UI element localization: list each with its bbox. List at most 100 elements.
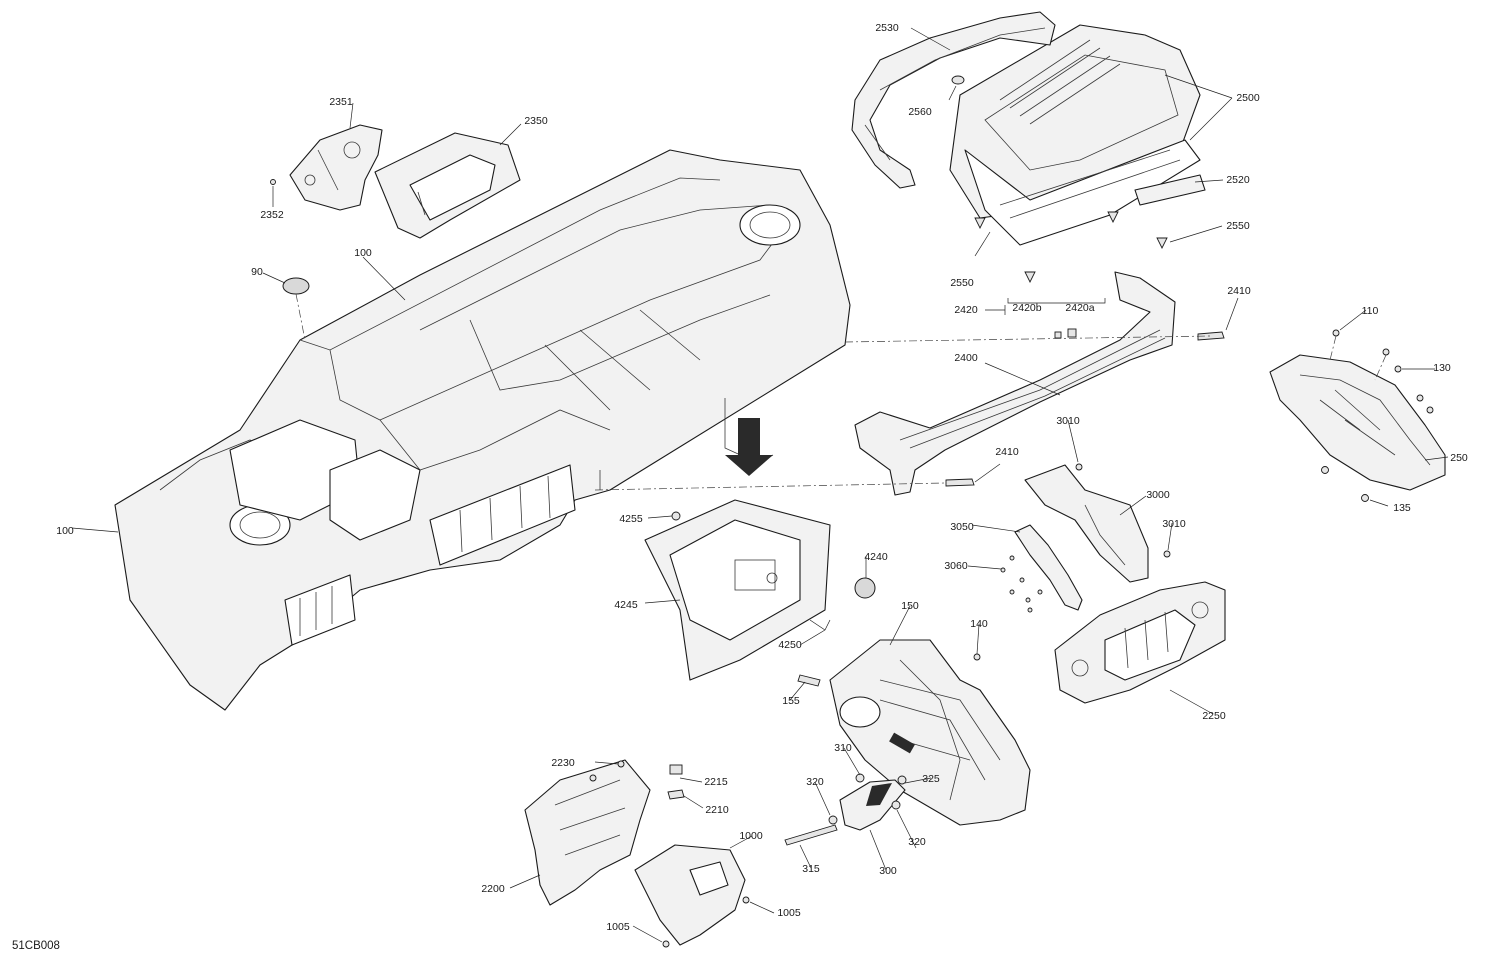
bolt-2410-b: [945, 478, 975, 487]
right-side-bracket: [1269, 354, 1446, 491]
callout-2550-right: 2550: [1226, 219, 1250, 232]
callout-2410-top: 2410: [1227, 284, 1251, 297]
nut-2420b: [1054, 331, 1062, 339]
diagram-id: 51CB008: [12, 940, 60, 952]
screw-140: [973, 653, 981, 661]
callout-2210: 2210: [705, 803, 729, 816]
callout-2352: 2352: [260, 208, 284, 221]
screw-1005-a: [742, 896, 750, 904]
support-strap: [1014, 524, 1083, 611]
assembly-arrow: [725, 418, 773, 476]
screw-1005-b: [662, 940, 670, 948]
callout-3050: 3050: [950, 520, 974, 533]
plug: [282, 277, 310, 295]
bumper-2550-a: [974, 217, 986, 230]
callout-1005-left: 1005: [606, 920, 630, 933]
callout-135: 135: [1393, 501, 1411, 514]
bolt-315: [784, 824, 838, 846]
screw-2210: [667, 789, 685, 800]
callout-2400: 2400: [954, 351, 978, 364]
screw-2352: [270, 179, 276, 185]
glove-box-tray: [644, 499, 831, 681]
callout-2530: 2530: [875, 21, 899, 34]
callout-315: 315: [802, 862, 820, 875]
screw-3010-b: [1163, 550, 1171, 558]
switch-panel: [1054, 581, 1226, 704]
callout-325: 325: [922, 772, 940, 785]
callout-2350: 2350: [524, 114, 548, 127]
bumper-2550-d: [1156, 237, 1168, 250]
nut-2215: [669, 764, 683, 775]
nut-2230-b: [589, 774, 597, 782]
callout-320-left: 320: [806, 775, 824, 788]
cross-bar: [854, 271, 1176, 496]
callout-2420b: 2420b: [1012, 301, 1042, 314]
callout-250: 250: [1450, 451, 1468, 464]
callout-2420: 2420: [954, 303, 978, 316]
grab-handle: [851, 11, 1056, 189]
callout-2351: 2351: [329, 95, 353, 108]
accessory-bracket: [1024, 464, 1149, 583]
callout-3000: 3000: [1146, 488, 1170, 501]
callout-310: 310: [834, 741, 852, 754]
alignment-lines: [295, 293, 1387, 491]
lower-pocket: [524, 759, 651, 906]
bolt-155: [797, 674, 821, 687]
nut-set-3060: [1000, 555, 1043, 613]
washer-320-b: [891, 800, 901, 810]
bolt-2410-a: [1197, 331, 1225, 341]
nut-310: [855, 773, 865, 783]
callout-320-right: 320: [908, 835, 926, 848]
callout-300: 300: [879, 864, 897, 877]
spacer-325: [897, 775, 907, 785]
screw-130-c: [1426, 406, 1434, 414]
screw-130-b: [1416, 394, 1424, 402]
callout-155: 155: [782, 694, 800, 707]
callout-4240: 4240: [864, 550, 888, 563]
callout-2550-left: 2550: [950, 276, 974, 289]
storage-bin: [949, 24, 1201, 246]
callout-110: 110: [1361, 304, 1379, 317]
callout-2250: 2250: [1202, 709, 1226, 722]
nut-2230: [617, 760, 625, 768]
cap-4240: [854, 577, 876, 599]
callout-150: 150: [901, 599, 919, 612]
callout-90: 90: [251, 265, 263, 278]
screw-110-a: [1332, 329, 1340, 337]
callout-2420a: 2420a: [1065, 301, 1095, 314]
screw-130-a: [1394, 365, 1402, 373]
callout-130: 130: [1433, 361, 1451, 374]
washer-320-a: [828, 815, 838, 825]
callout-1005-right: 1005: [777, 906, 801, 919]
callout-2500: 2500: [1236, 91, 1260, 104]
callout-100-left: 100: [56, 524, 74, 537]
callout-140: 140: [970, 617, 988, 630]
nut-135: [1361, 494, 1369, 502]
seal-strip: [1134, 174, 1206, 206]
callout-2200: 2200: [481, 882, 505, 895]
callout-4250: 4250: [778, 638, 802, 651]
nut-135-b: [1321, 466, 1329, 474]
callout-2230: 2230: [551, 756, 575, 769]
console-frame: [829, 639, 1031, 826]
bumper-2550-b: [1024, 271, 1036, 284]
callout-2520: 2520: [1226, 173, 1250, 186]
callout-2215: 2215: [704, 775, 728, 788]
leader-lines: [71, 27, 1449, 943]
screw-3010-a: [1075, 463, 1083, 471]
clip-4255: [671, 511, 681, 521]
cluster-bracket: [289, 124, 383, 211]
pocket-cover: [634, 844, 746, 946]
callout-4245: 4245: [614, 598, 638, 611]
gauge-cluster: [374, 132, 521, 239]
callout-3060: 3060: [944, 559, 968, 572]
dashboard-main-body: [114, 149, 851, 711]
callout-2560: 2560: [908, 105, 932, 118]
callout-3010-top: 3010: [1056, 414, 1080, 427]
callout-100-top: 100: [354, 246, 372, 259]
clip-2560: [951, 75, 965, 85]
callout-2410-bottom: 2410: [995, 445, 1019, 458]
callout-3010-bottom: 3010: [1162, 517, 1186, 530]
nut-2420a: [1067, 328, 1077, 338]
